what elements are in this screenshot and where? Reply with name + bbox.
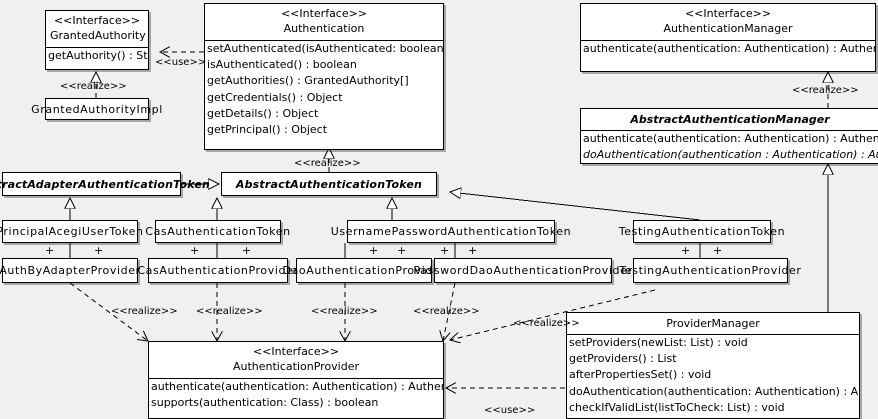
operation: setAuthenticated(isAuthenticated: boolea… (207, 42, 443, 55)
operation: supports(authentication: Class) : boolea… (151, 396, 379, 410)
relation-label-realize-granted-authority-impl: <<realize>> (60, 81, 127, 92)
class-name: AbstractAuthenticationToken (235, 177, 423, 191)
class-name: TestingAuthenticationToken (618, 225, 786, 238)
association-marker: + (369, 244, 379, 257)
operation-abstract: doAuthentication(authentication : Authen… (583, 148, 878, 162)
relation-label-use-granted-authority: <<use>> (155, 57, 207, 68)
operation: getDetails() : Object (207, 106, 319, 120)
class-cas-authentication-token[interactable]: CasAuthenticationToken (145, 220, 290, 243)
operations-compartment: authenticate(authentication: Authenticat… (581, 40, 875, 57)
association-marker: + (397, 244, 407, 257)
operation: authenticate(authentication: Authenticat… (583, 42, 875, 55)
association-marker: + (45, 244, 55, 257)
operation: checkIfValidList(listToCheck: List) : vo… (569, 400, 785, 414)
class-granted-authority[interactable]: <<Interface>> GrantedAuthority getAuthor… (45, 10, 149, 70)
association-marker: + (242, 244, 252, 257)
relation-label-use-provider-manager: <<use>> (484, 405, 536, 416)
class-header: <<Interface>> Authentication (205, 4, 443, 40)
operation: afterPropertiesSet() : void (569, 368, 712, 382)
class-testing-authentication-token[interactable]: TestingAuthenticationToken (619, 220, 785, 243)
class-header: <<Interface>> GrantedAuthority (46, 11, 148, 47)
operation: doAuthentication(authentication: Authent… (569, 384, 859, 398)
class-name: PrincipalAcegiUserToken (0, 225, 144, 238)
operations-compartment: getAuthority() : String (46, 47, 148, 64)
class-principal-acegi-user-token[interactable]: PrincipalAcegiUserToken (0, 220, 143, 243)
class-name: DaoAuthenticationProvider (282, 264, 446, 277)
class-abstract-authentication-manager[interactable]: AbstractAuthenticationManager authentica… (580, 108, 878, 164)
operation: isAuthenticated() : boolean (207, 58, 357, 72)
class-header: <<Interface>> AuthenticationProvider (149, 342, 443, 378)
operation: getAuthority() : String (48, 49, 148, 62)
relation-label-realize-cas-provider: <<realize>> (196, 306, 263, 317)
operations-compartment: setProviders(newList: List) : void getPr… (567, 334, 859, 416)
relation-label-realize-password-dao-provider: <<realize>> (413, 306, 480, 317)
class-password-dao-authentication-provider[interactable]: PasswordDaoAuthenticationProvider (413, 258, 632, 283)
class-name: ProviderManager (666, 317, 760, 330)
association-marker: + (94, 244, 104, 257)
class-cas-authentication-provider[interactable]: CasAuthenticationProvider (137, 258, 298, 283)
relation-label-realize-testing-provider: <<realize>> (513, 318, 580, 329)
class-name: AbstractAdapterAuthenticationToken (0, 177, 211, 191)
operation: getCredentials() : Object (207, 90, 343, 104)
class-name: TestingAuthenticationProvider (619, 264, 802, 277)
operations-compartment: authenticate(authentication: Authenticat… (581, 130, 878, 163)
relation-label-realize-auth-by-adapter: <<realize>> (111, 306, 178, 317)
class-name: PasswordDaoAuthenticationProvider (413, 264, 633, 277)
association-marker: + (190, 244, 200, 257)
class-granted-authority-impl[interactable]: GrantedAuthorityImpl (31, 98, 162, 120)
operations-compartment: setAuthenticated(isAuthenticated: boolea… (205, 40, 443, 138)
operation: getPrincipal() : Object (207, 123, 328, 137)
relation-label-realize-abstract-manager: <<realize>> (792, 85, 859, 96)
class-name: GrantedAuthorityImpl (31, 102, 163, 116)
class-auth-by-adapter-provider[interactable]: AuthByAdapterProvider (0, 258, 141, 283)
class-abstract-adapter-authentication-token[interactable]: AbstractAdapterAuthenticationToken (0, 172, 210, 196)
class-authentication-manager[interactable]: <<Interface>> AuthenticationManager auth… (580, 3, 876, 72)
operation: getProviders() : List (569, 352, 677, 366)
operation: authenticate(authentication: Authenticat… (151, 380, 443, 393)
class-name: GrantedAuthority (50, 29, 146, 42)
class-authentication-provider[interactable]: <<Interface>> AuthenticationProvider aut… (148, 341, 444, 419)
class-name: AuthByAdapterProvider (0, 264, 141, 277)
operation: authenticate(authentication: Authenticat… (583, 132, 878, 145)
class-abstract-authentication-token[interactable]: AbstractAuthenticationToken (221, 172, 437, 196)
class-name: Authentication (283, 22, 365, 35)
stereotype-label: <<Interface>> (53, 14, 141, 27)
operations-compartment: authenticate(authentication: Authenticat… (149, 378, 443, 411)
class-header: AbstractAuthenticationManager (581, 109, 878, 130)
class-name: AuthenticationManager (663, 22, 793, 35)
class-name: CasAuthenticationToken (145, 225, 291, 238)
stereotype-label: <<Interface>> (252, 345, 340, 358)
class-header: <<Interface>> AuthenticationManager (581, 4, 875, 40)
class-testing-authentication-provider[interactable]: TestingAuthenticationProvider (619, 258, 801, 283)
stereotype-label: <<Interface>> (684, 7, 772, 20)
class-provider-manager[interactable]: ProviderManager setProviders(newList: Li… (566, 312, 860, 419)
stereotype-label: <<Interface>> (280, 7, 368, 20)
class-name: UsernamePasswordAuthenticationToken (330, 225, 572, 238)
class-username-password-authentication-token[interactable]: UsernamePasswordAuthenticationToken (331, 220, 571, 243)
association-marker: + (681, 244, 691, 257)
association-marker: + (713, 244, 723, 257)
operation: getAuthorities() : GrantedAuthority[] (207, 74, 409, 88)
class-name: AuthenticationProvider (232, 360, 360, 373)
class-authentication[interactable]: <<Interface>> Authentication setAuthenti… (204, 3, 444, 150)
class-name: AbstractAuthenticationManager (630, 113, 830, 126)
class-name: CasAuthenticationProvider (137, 264, 299, 277)
association-marker: + (440, 244, 450, 257)
relation-label-realize-abstract-token: <<realize>> (294, 158, 361, 169)
class-header: ProviderManager (567, 313, 859, 334)
class-dao-authentication-provider[interactable]: DaoAuthenticationProvider (283, 258, 445, 283)
relation-label-realize-dao-provider: <<realize>> (311, 306, 378, 317)
operation: setProviders(newList: List) : void (569, 336, 748, 349)
association-marker: + (468, 244, 478, 257)
